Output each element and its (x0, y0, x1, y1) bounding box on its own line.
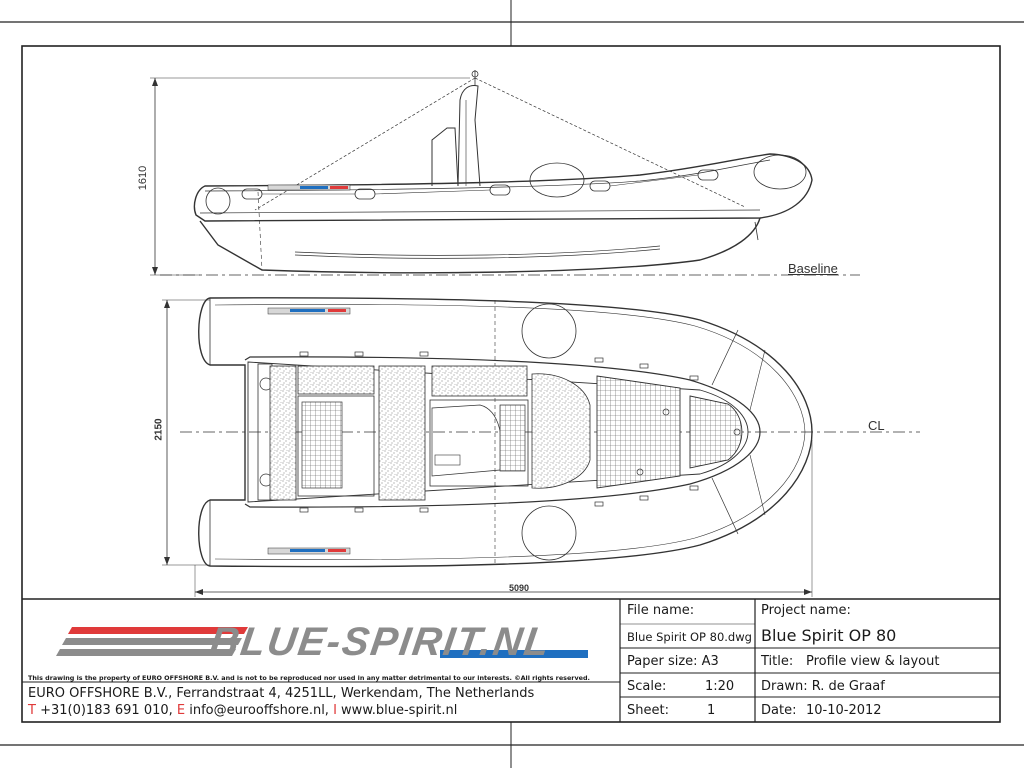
seat-aft-top (297, 365, 375, 395)
seat-aft-left (269, 365, 297, 501)
project-name-label: Project name: (761, 603, 851, 618)
bench-middle (378, 365, 426, 501)
contact-email: info@eurooffshore.nl, (185, 703, 334, 718)
plan-view (162, 297, 920, 597)
profile-view (150, 70, 860, 276)
project-name-value: Blue Spirit OP 80 (761, 626, 897, 645)
contact-phone: +31(0)183 691 010, (35, 703, 177, 718)
file-name-value: Blue Spirit OP 80.dwg (627, 630, 752, 644)
paper-size: Paper size: A3 (627, 654, 719, 669)
profile-tube (193, 153, 813, 222)
date-value: 10-10-2012 (806, 703, 882, 718)
scale-label: Scale: (627, 679, 667, 694)
contact-i-letter: I (333, 703, 337, 718)
width-dimension: 2150 (153, 418, 165, 441)
plan-tube-inner (244, 356, 761, 508)
seat-console-top (431, 365, 528, 397)
contact-t-letter: T (28, 703, 36, 718)
logo: BLUE-SPIRIT.NL (207, 620, 554, 665)
scale-value: 1:20 (705, 679, 735, 694)
sheet-label: Sheet: (627, 703, 669, 718)
title-block-grid (22, 598, 1000, 722)
logo-text: BLUE-SPIRIT.NL (206, 620, 554, 664)
console (431, 127, 459, 187)
logo-graphic (56, 627, 588, 658)
company-address: EURO OFFSHORE B.V., Ferrandstraat 4, 425… (28, 686, 535, 701)
deck (247, 361, 749, 503)
console-floor (531, 373, 591, 489)
contact-e-letter: E (176, 703, 186, 718)
drawn-by: Drawn: R. de Graaf (761, 679, 885, 694)
plan-tube-outer (198, 297, 813, 568)
height-dimension: 1610 (137, 165, 150, 191)
title-value: Profile view & layout (806, 654, 940, 669)
date-label: Date: (761, 703, 797, 718)
hatch-bow (689, 395, 743, 469)
hatch-forward (596, 375, 681, 489)
copyright-notice: This drawing is the property of EURO OFF… (28, 674, 590, 682)
contact-web: www.blue-spirit.nl (336, 703, 458, 718)
baseline-label: Baseline (788, 261, 838, 276)
company-contact: T +31(0)183 691 010, E info@eurooffshore… (28, 703, 457, 718)
file-name-label: File name: (627, 603, 695, 618)
length-dimension: 5090 (509, 583, 530, 593)
profile-hull (199, 217, 761, 274)
centerline-label: CL (868, 418, 885, 433)
sheet-value: 1 (707, 703, 716, 718)
title-label: Title: (761, 654, 794, 669)
